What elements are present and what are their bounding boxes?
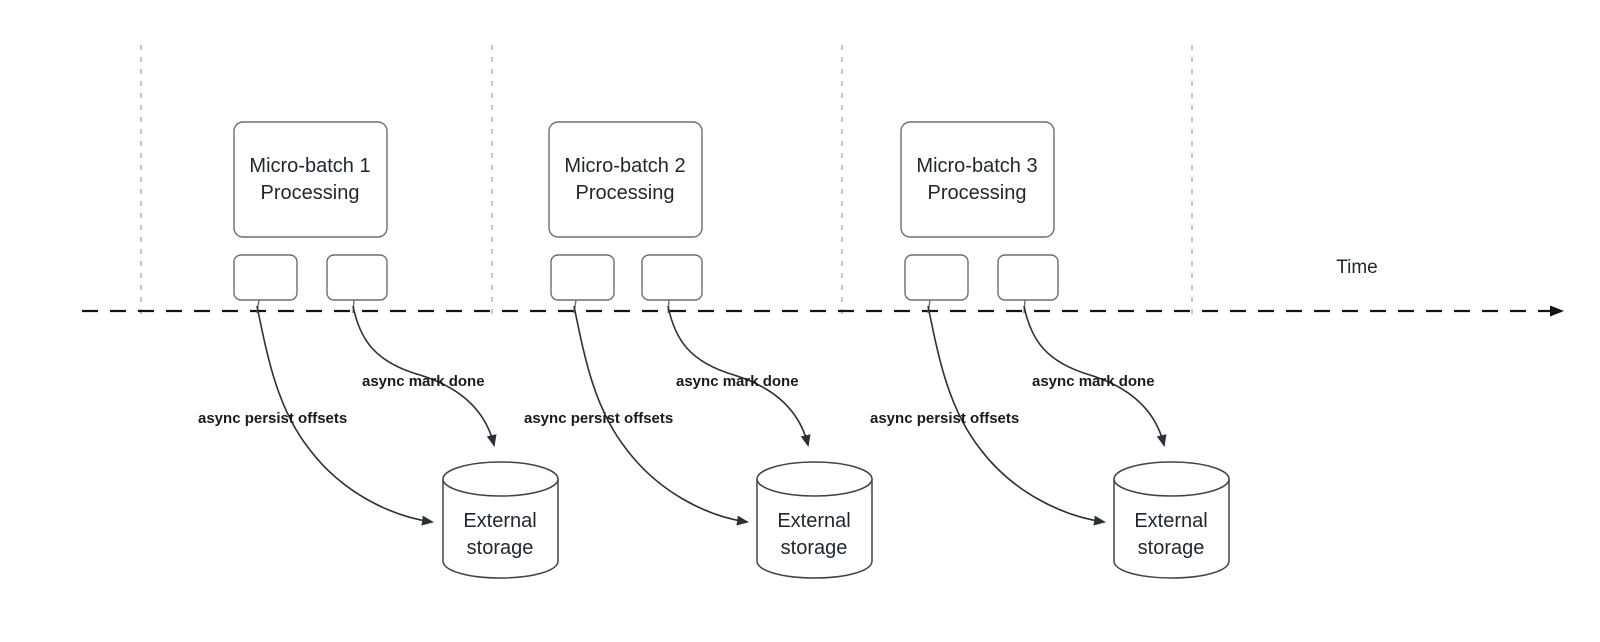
external-storage-2-label-line1: External <box>777 510 850 532</box>
group-3: Micro-batch 3 Processing async persist o… <box>870 121 1230 579</box>
task-box-1a[interactable] <box>233 254 298 301</box>
group-1: Micro-batch 1 Processing async persist o… <box>198 121 559 579</box>
external-storage-1-body <box>442 478 559 579</box>
task-box-2a[interactable] <box>550 254 615 301</box>
group-2: Micro-batch 2 Processing async persist o… <box>524 121 873 579</box>
async-mark-done-arrow-2 <box>667 305 811 447</box>
external-storage-2-top <box>756 461 873 497</box>
external-storage-1-label-line1: External <box>463 510 536 532</box>
external-storage-3-label-line2: storage <box>1138 537 1205 559</box>
external-storage-2-body <box>756 478 873 579</box>
micro-batch-3-label-line1: Micro-batch 3 <box>916 155 1037 177</box>
task-box-1b[interactable] <box>326 254 388 301</box>
async-persist-offsets-label-3: async persist offsets <box>870 410 1019 427</box>
external-storage-1[interactable]: External storage <box>442 461 559 579</box>
async-mark-done-label-2: async mark done <box>676 373 799 390</box>
external-storage-3[interactable]: External storage <box>1113 461 1230 579</box>
micro-batch-1-box[interactable] <box>233 121 388 238</box>
timeline-axis-label: Time <box>1336 257 1378 278</box>
async-persist-offsets-arrow-2 <box>573 305 749 526</box>
micro-batch-2-label-line1: Micro-batch 2 <box>564 155 685 177</box>
external-storage-3-label-line1: External <box>1134 510 1207 532</box>
async-mark-done-arrow-3 <box>1023 305 1167 447</box>
async-persist-offsets-label-1: async persist offsets <box>198 410 347 427</box>
task-box-2b[interactable] <box>641 254 703 301</box>
tick-lines <box>140 45 1193 320</box>
micro-batch-1-label-line2: Processing <box>261 182 360 204</box>
external-storage-2-label-line2: storage <box>781 537 848 559</box>
external-storage-3-body <box>1113 478 1230 579</box>
async-persist-offsets-arrow-1 <box>256 305 434 526</box>
async-persist-offsets-arrow-3 <box>927 305 1106 526</box>
async-mark-done-arrow-1 <box>352 305 497 447</box>
async-persist-offsets-label-2: async persist offsets <box>524 410 673 427</box>
external-storage-2[interactable]: External storage <box>756 461 873 579</box>
micro-batch-1-label-line1: Micro-batch 1 <box>249 155 370 177</box>
task-box-3a[interactable] <box>904 254 969 301</box>
async-mark-done-label-1: async mark done <box>362 373 485 390</box>
micro-batch-2-box[interactable] <box>548 121 703 238</box>
micro-batch-3-label-line2: Processing <box>928 182 1027 204</box>
async-mark-done-label-3: async mark done <box>1032 373 1155 390</box>
external-storage-3-top <box>1113 461 1230 497</box>
timeline-axis: Time <box>82 257 1564 317</box>
micro-batch-3-box[interactable] <box>900 121 1055 238</box>
task-box-3b[interactable] <box>997 254 1059 301</box>
micro-batch-2-label-line2: Processing <box>576 182 675 204</box>
external-storage-1-label-line2: storage <box>467 537 534 559</box>
external-storage-1-top <box>442 461 559 497</box>
